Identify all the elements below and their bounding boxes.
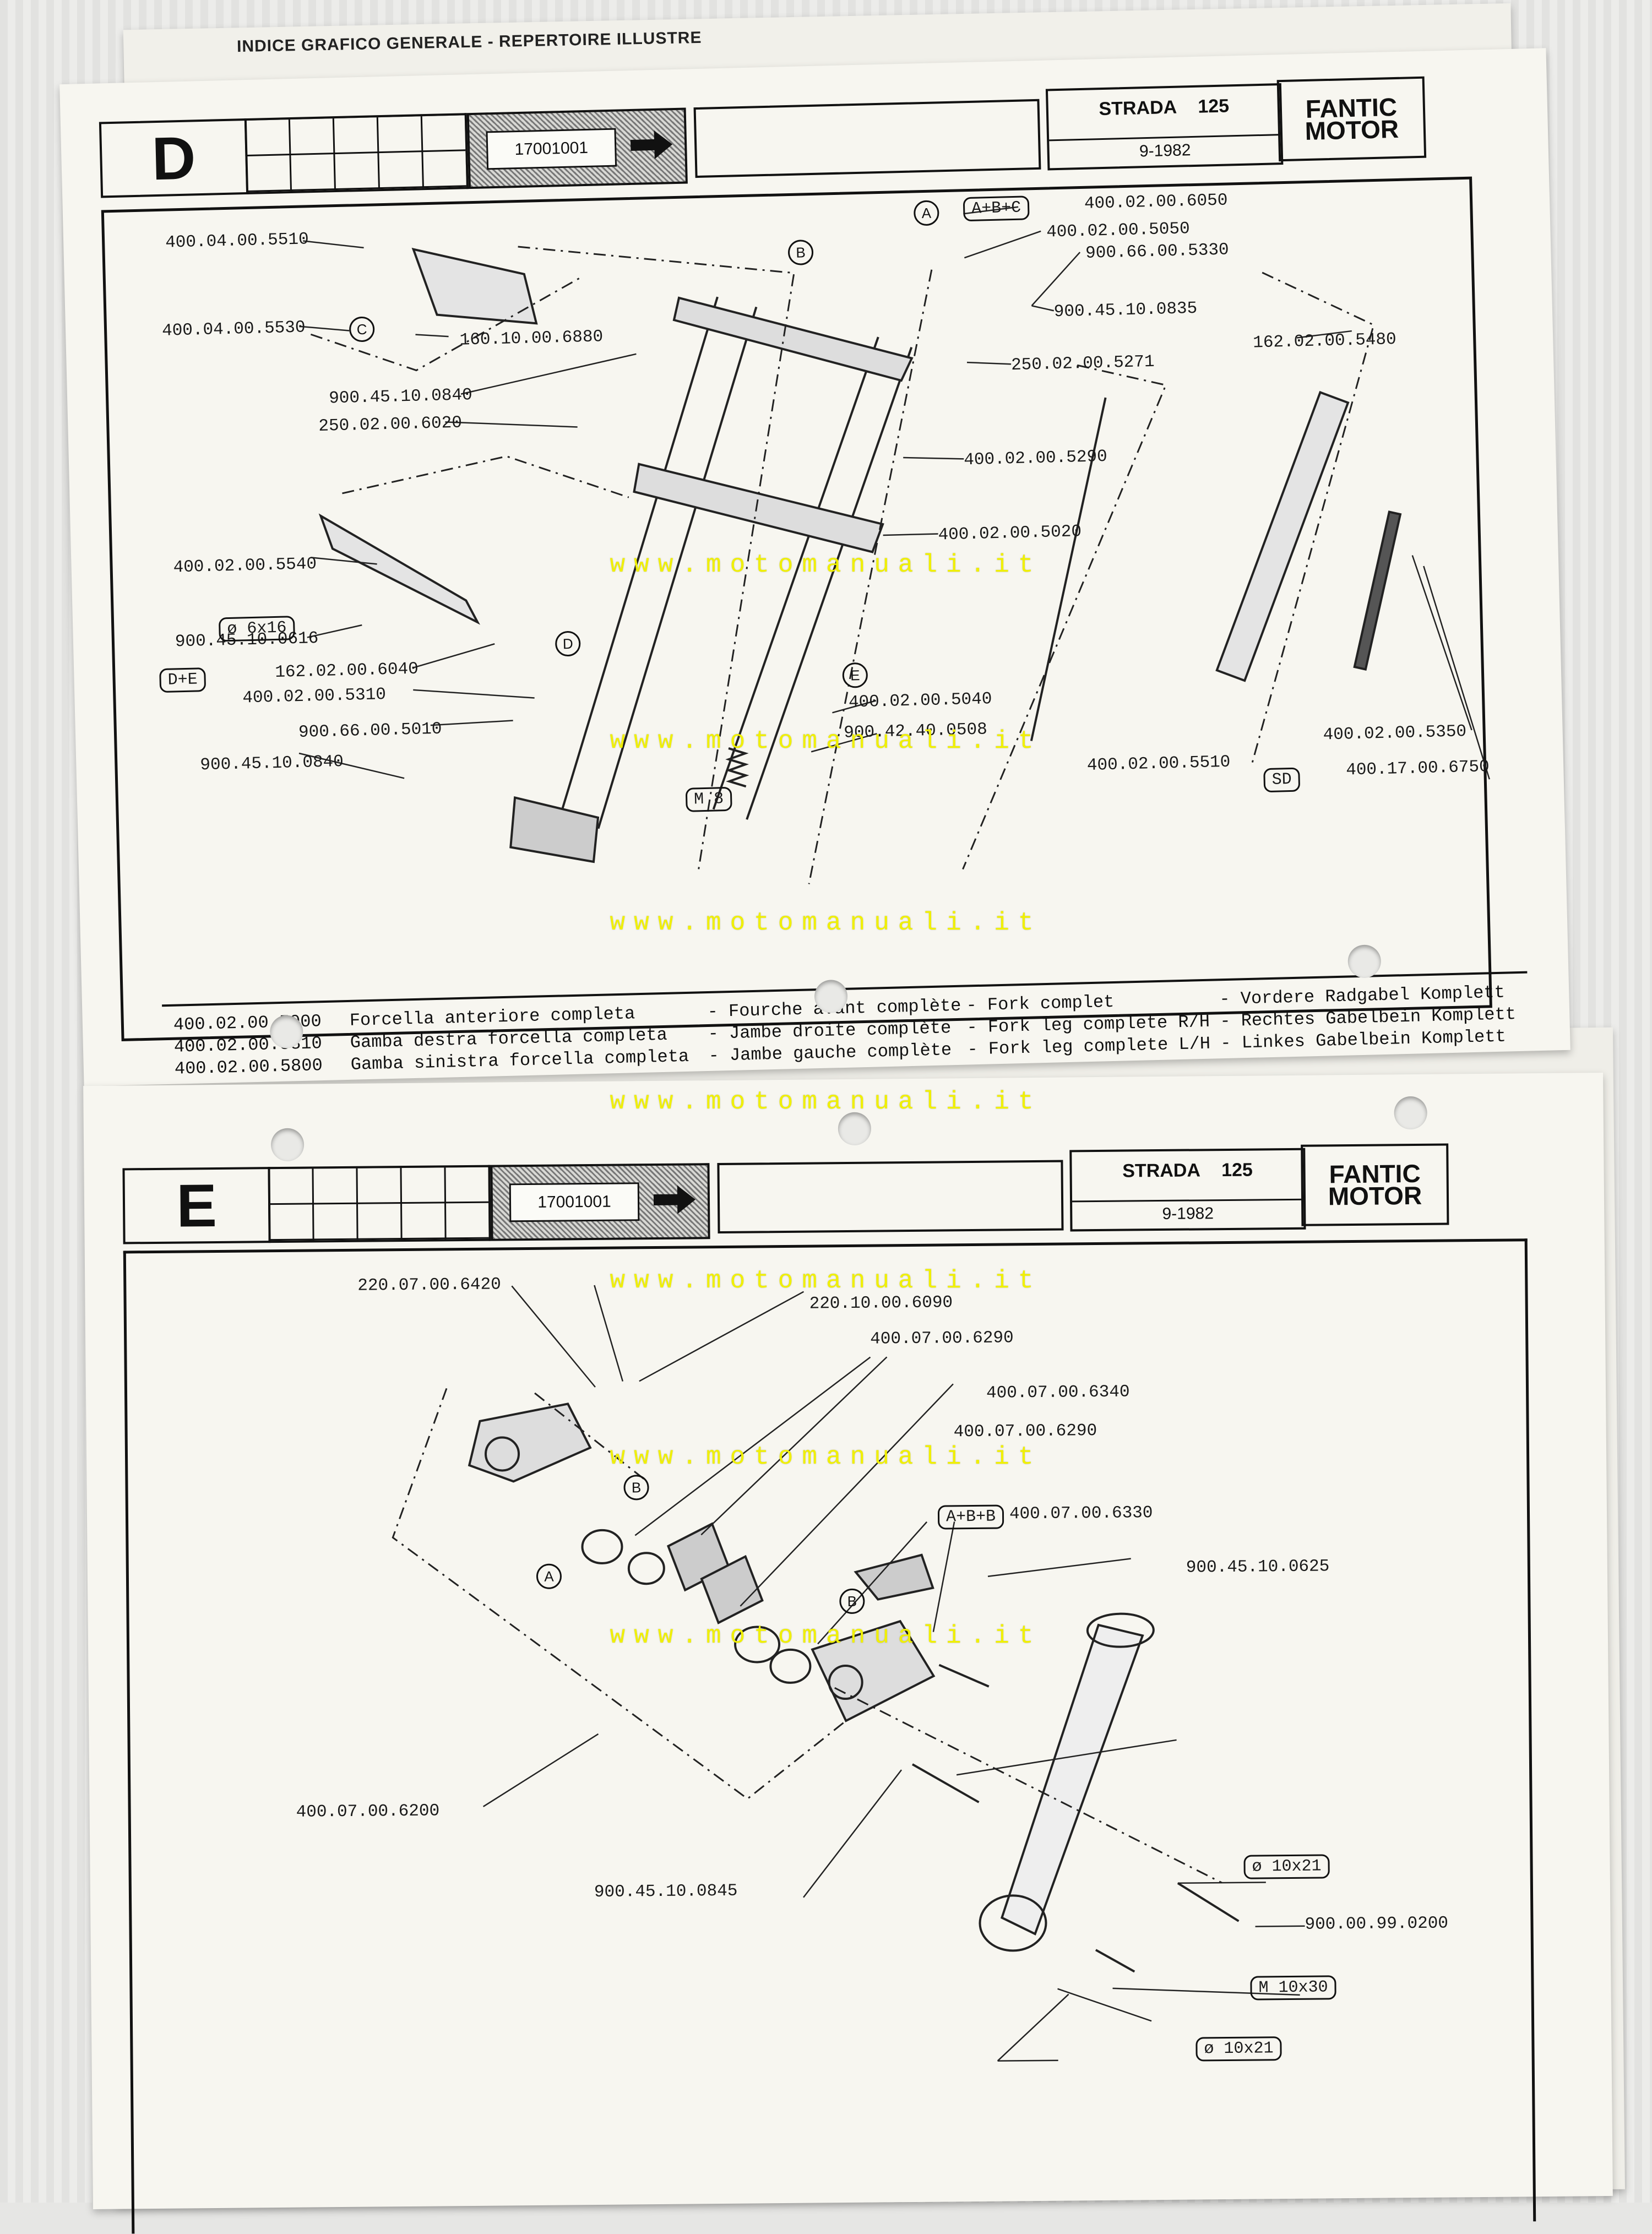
binder-hole [270, 1128, 305, 1162]
page-e-diagram-frame: 220.07.00.6420 220.10.00.6090 400.07.00.… [123, 1238, 1536, 2234]
page-e-date: 9-1982 [1072, 1198, 1304, 1225]
part-size-tag: ø 10x21 [1243, 1854, 1330, 1879]
part-label: 900.45.10.0840 [328, 385, 473, 409]
page-d-code: 17001001 [486, 128, 617, 170]
legend-english: - Fork complet - Fork leg complete R/H -… [966, 989, 1210, 1061]
brand-logo-text: FANTIC MOTOR [1328, 1159, 1422, 1211]
part-label: 400.17.00.6750 [1345, 757, 1490, 780]
part-size-tag: M 10x30 [1250, 1975, 1336, 2001]
arrow-right-icon [653, 1185, 695, 1214]
part-label: 400.02.00.5050 [1046, 219, 1191, 242]
part-label: 900.45.10.0845 [594, 1881, 738, 1903]
page-e-empty-box [717, 1160, 1064, 1234]
part-label: 400.07.00.6290 [870, 1328, 1014, 1349]
part-label: 900.45.10.0835 [1053, 298, 1198, 322]
page-e-header: E 17001001 STRADA 125 9-1982 FANTIC MOTO… [122, 1143, 1483, 1244]
part-label: 400.02.00.5040 [848, 689, 992, 713]
page-e-code: 17001001 [509, 1182, 640, 1222]
part-label: 162.02.00.6040 [274, 659, 419, 683]
watermark-text: www.motomanuali.it [610, 551, 1042, 579]
part-label: 400.07.00.6340 [986, 1382, 1130, 1403]
page-d-model-box: STRADA 125 9-1982 [1045, 83, 1284, 171]
part-label: 400.04.00.5510 [165, 230, 309, 253]
watermark-text: www.motomanuali.it [610, 727, 1042, 755]
part-group-tag: A+B+C [963, 195, 1030, 222]
page-d-diagram-frame: 400.04.00.5510 400.04.00.5530 160.10.00.… [101, 176, 1530, 1090]
part-label: 400.07.00.6200 [296, 1801, 440, 1822]
page-e-model-box: STRADA 125 9-1982 [1069, 1148, 1306, 1232]
page-e-grid [268, 1165, 491, 1243]
part-label: 400.02.00.5290 [963, 447, 1108, 470]
watermark-text: www.motomanuali.it [610, 1088, 1042, 1116]
binder-hole [838, 1112, 872, 1146]
part-group-tag: D+E [159, 667, 206, 693]
reference-marker: A [536, 1563, 562, 1589]
part-label: 220.10.00.6090 [809, 1293, 953, 1314]
part-size-tag: ø 6x16 [218, 616, 295, 642]
part-label: 400.02.00.5510 [1086, 752, 1231, 776]
part-label: 900.45.10.0625 [1186, 1557, 1330, 1578]
part-label: 400.02.00.5310 [242, 685, 387, 708]
part-group-tag: A+B+B [937, 1504, 1004, 1530]
page-e-brand-logo: FANTIC MOTOR [1301, 1143, 1449, 1226]
page-d-letter: D [99, 118, 249, 198]
legend-codes: 400.02.00.5000 400.02.00.5810 400.02.00.… [173, 1010, 323, 1080]
page-e-model: STRADA 125 [1122, 1159, 1253, 1182]
part-size-tag: ø 10x21 [1195, 2036, 1282, 2062]
watermark-text: www.motomanuali.it [610, 1622, 1042, 1650]
reference-marker: B [623, 1475, 649, 1501]
page-e-code-panel: 17001001 [490, 1163, 710, 1241]
legend-code: 400.02.00.5800 [174, 1055, 323, 1079]
part-label: 250.02.00.6020 [318, 413, 463, 436]
reference-marker: B [839, 1588, 865, 1615]
part-label: 250.02.00.5271 [1010, 352, 1155, 376]
legend-german: - Vordere Radgabel Komplett - Rechtes Ga… [1219, 981, 1517, 1055]
page-d-empty-box [693, 99, 1041, 178]
part-label: 900.45.10.0840 [200, 752, 344, 775]
part-label: 400.04.00.5530 [161, 318, 306, 341]
part-group-tag: SD [1263, 767, 1301, 793]
watermark-text: www.motomanuali.it [610, 1267, 1042, 1295]
fork-exploded-diagram [298, 206, 1490, 884]
page-d-grid [244, 113, 469, 195]
part-label: 900.00.99.0200 [1305, 1914, 1449, 1934]
brand-logo-text: FANTIC MOTOR [1305, 92, 1399, 146]
part-label: 160.10.00.6880 [459, 327, 604, 350]
part-label: 400.02.00.5020 [938, 522, 1082, 545]
part-label: 900.66.00.5330 [1085, 240, 1230, 263]
part-size-tag: M 8 [685, 786, 732, 812]
arrow-right-icon [630, 130, 673, 159]
page-e-letter: E [122, 1167, 271, 1244]
page-d-code-panel: 17001001 [466, 107, 688, 189]
part-label: 400.07.00.6330 [1009, 1503, 1153, 1524]
page-d-brand-logo: FANTIC MOTOR [1276, 76, 1427, 162]
part-label: 400.02.00.6050 [1084, 191, 1228, 214]
catalog-page-e: E 17001001 STRADA 125 9-1982 FANTIC MOTO… [83, 1072, 1613, 2234]
legend-italian: Forcella anteriore completa Gamba destra… [349, 1002, 689, 1076]
part-label: 162.02.00.5480 [1252, 330, 1397, 353]
page-d-date: 9-1982 [1049, 134, 1281, 164]
watermark-text: www.motomanuali.it [610, 1443, 1042, 1471]
watermark-text: www.motomanuali.it [610, 909, 1042, 937]
page-d-model: STRADA 125 [1099, 95, 1230, 120]
caliper-exploded-diagram [392, 1285, 1305, 2062]
page-d-header: D 17001001 STRADA 125 9-1982 FANTIC MOTO… [99, 76, 1427, 198]
part-label: 400.07.00.6290 [953, 1421, 1097, 1442]
catalog-page-d: D 17001001 STRADA 125 9-1982 FANTIC MOTO… [59, 48, 1571, 1090]
